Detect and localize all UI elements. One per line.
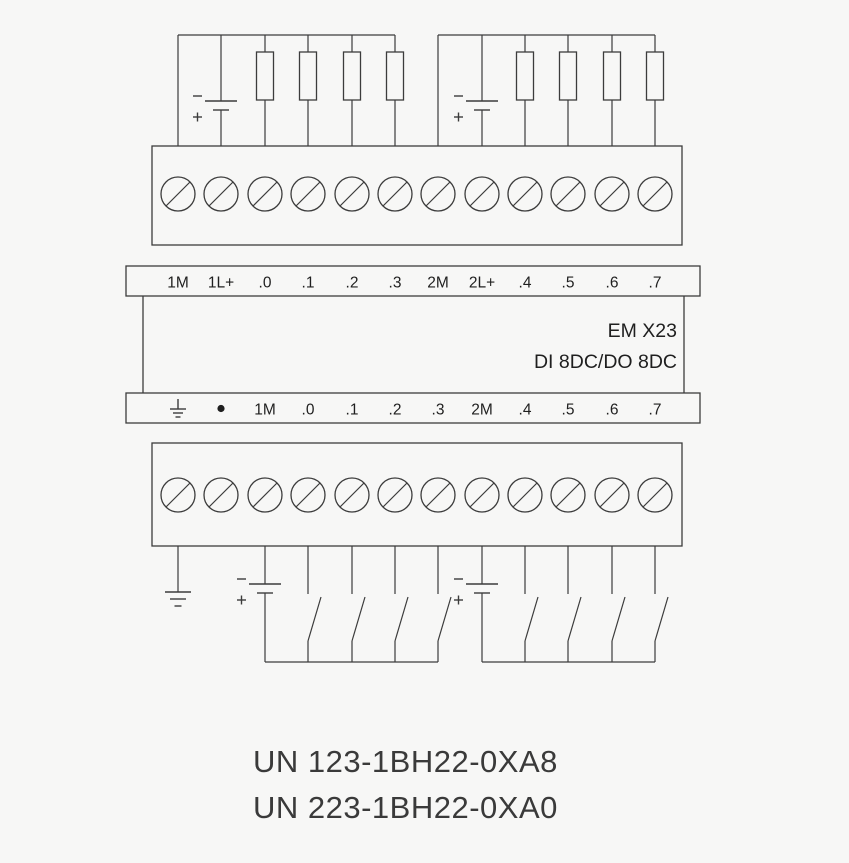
screw-terminal-icon bbox=[334, 176, 370, 212]
screw-terminal-icon bbox=[203, 176, 239, 212]
terminal-label: .6 bbox=[606, 402, 619, 419]
protective-earth-icon bbox=[169, 398, 187, 418]
terminal-label: .1 bbox=[302, 275, 315, 292]
screw-terminal-icon bbox=[203, 477, 239, 513]
screw-terminal-icon bbox=[247, 477, 283, 513]
input-group2-wiring bbox=[453, 545, 669, 663]
screw-terminal-icon bbox=[420, 176, 456, 212]
module-body: EM X23 DI 8DC/DO 8DC bbox=[142, 296, 685, 393]
battery-icon bbox=[236, 578, 282, 606]
screw-terminal-icon bbox=[507, 176, 543, 212]
screw-terminal-icon bbox=[464, 176, 500, 212]
screw-terminal-icon bbox=[594, 477, 630, 513]
terminal-label: .0 bbox=[302, 402, 315, 419]
screw-terminal-icon bbox=[290, 477, 326, 513]
part-number-line1: UN 123-1BH22-0XA8 bbox=[253, 744, 558, 779]
terminal-label: 1M bbox=[254, 402, 276, 419]
input-switch-icon bbox=[611, 545, 626, 663]
screw-terminal-icon bbox=[377, 477, 413, 513]
terminal-label: 2M bbox=[427, 275, 449, 292]
top-terminal-block bbox=[151, 145, 683, 246]
screw-terminal-icon bbox=[464, 477, 500, 513]
terminal-label: .7 bbox=[649, 402, 662, 419]
screw-terminal-icon bbox=[290, 176, 326, 212]
terminal-label: 1L+ bbox=[208, 275, 234, 292]
terminal-block-outline bbox=[151, 145, 683, 246]
battery-icon bbox=[453, 578, 499, 606]
input-switch-icon bbox=[524, 545, 539, 663]
top-label-strip: 1M 1L+ .0 .1 .2 .3 2M 2L+ .4 .5 .6 .7 bbox=[125, 265, 701, 297]
load-resistor-icon bbox=[342, 34, 362, 147]
load-resistor-icon bbox=[255, 34, 275, 147]
bottom-terminal-block bbox=[151, 442, 683, 547]
earth-ground-icon bbox=[164, 591, 192, 607]
terminal-label: 1M bbox=[167, 275, 189, 292]
terminal-label: .4 bbox=[519, 275, 532, 292]
screw-terminal-icon bbox=[160, 477, 196, 513]
load-resistor-icon bbox=[298, 34, 318, 147]
load-resistor-icon bbox=[558, 34, 578, 147]
input-switch-icon bbox=[567, 545, 582, 663]
load-resistor-icon bbox=[515, 34, 535, 147]
terminal-label: .4 bbox=[519, 402, 532, 419]
load-resistor-icon bbox=[645, 34, 665, 147]
terminal-label: .2 bbox=[346, 275, 359, 292]
input-switch-icon bbox=[437, 545, 452, 663]
battery-icon bbox=[453, 95, 499, 123]
part-number-block: UN 123-1BH22-0XA8 UN 223-1BH22-0XA0 bbox=[253, 744, 558, 825]
terminal-label: 2M bbox=[471, 402, 493, 419]
screw-terminal-icon bbox=[377, 176, 413, 212]
input-switch-icon bbox=[307, 545, 322, 663]
terminal-label: .6 bbox=[606, 275, 619, 292]
label-strip-outline bbox=[125, 392, 701, 424]
screw-terminal-icon bbox=[594, 176, 630, 212]
output-group1-wiring bbox=[177, 34, 405, 147]
part-number-line2: UN 223-1BH22-0XA0 bbox=[253, 790, 558, 825]
terminal-label: .7 bbox=[649, 275, 662, 292]
screw-terminal-icon bbox=[160, 176, 196, 212]
screw-terminal-icon bbox=[420, 477, 456, 513]
input-switch-icon bbox=[654, 545, 669, 663]
terminal-label: 2L+ bbox=[469, 275, 495, 292]
screw-terminal-icon bbox=[247, 176, 283, 212]
load-resistor-icon bbox=[385, 34, 405, 147]
input-switch-icon bbox=[394, 545, 409, 663]
screw-terminal-icon bbox=[637, 176, 673, 212]
dot-marker bbox=[217, 404, 225, 413]
output-group2-wiring bbox=[437, 34, 665, 147]
module-model-label: EM X23 bbox=[608, 320, 677, 342]
load-resistor-icon bbox=[602, 34, 622, 147]
screw-terminal-icon bbox=[334, 477, 370, 513]
screw-terminal-icon bbox=[637, 477, 673, 513]
terminal-label: .1 bbox=[346, 402, 359, 419]
terminal-label: .5 bbox=[562, 402, 575, 419]
terminal-label: .5 bbox=[562, 275, 575, 292]
terminal-label: .0 bbox=[259, 275, 272, 292]
terminal-block-outline bbox=[151, 442, 683, 547]
terminal-label: .2 bbox=[389, 402, 402, 419]
bottom-label-strip: 1M .0 .1 .2 .3 2M .4 .5 .6 .7 bbox=[125, 392, 701, 424]
terminal-label: .3 bbox=[389, 275, 402, 292]
label-strip-outline bbox=[125, 265, 701, 297]
screw-terminal-icon bbox=[507, 477, 543, 513]
screw-terminal-icon bbox=[550, 477, 586, 513]
input-switch-icon bbox=[351, 545, 366, 663]
screw-terminal-icon bbox=[550, 176, 586, 212]
module-io-label: DI 8DC/DO 8DC bbox=[534, 351, 677, 373]
terminal-label: .3 bbox=[432, 402, 445, 419]
input-group1-wiring bbox=[164, 545, 452, 663]
battery-icon bbox=[192, 95, 238, 123]
